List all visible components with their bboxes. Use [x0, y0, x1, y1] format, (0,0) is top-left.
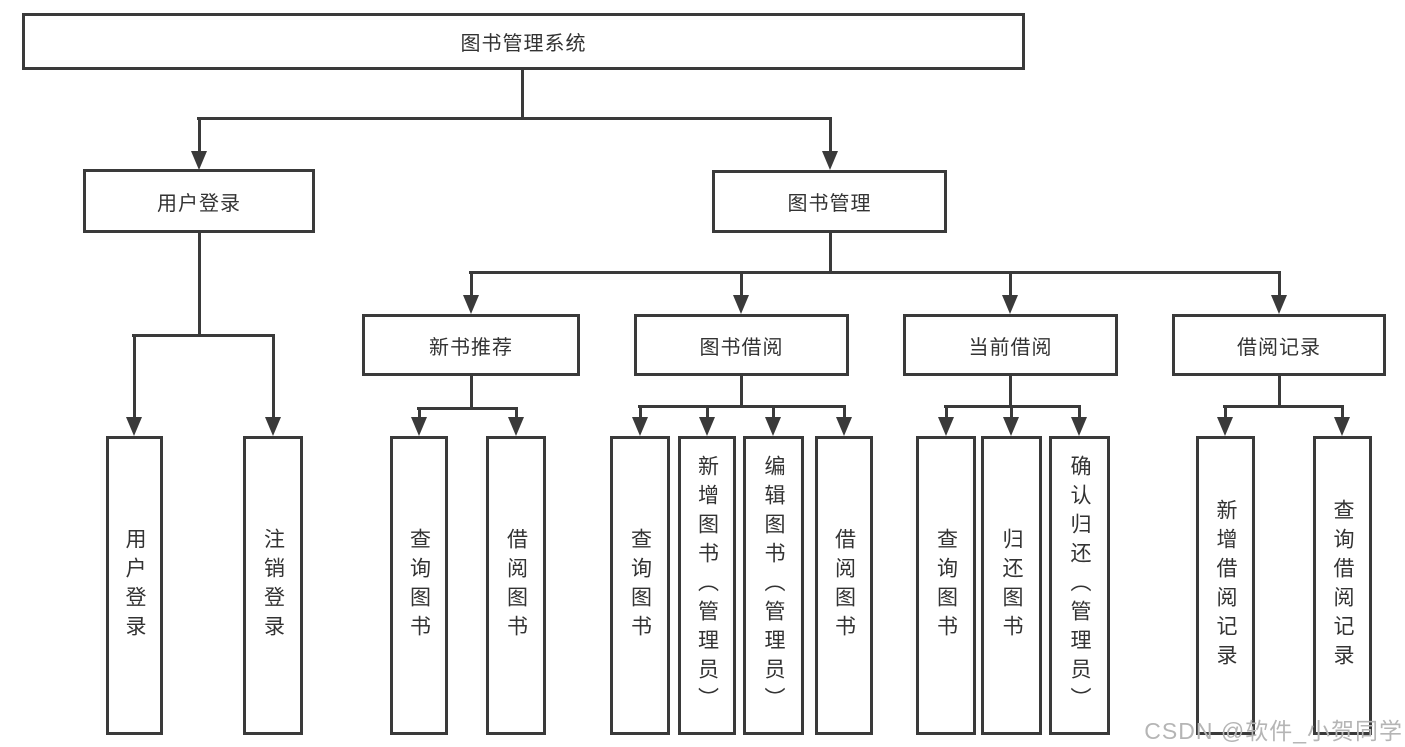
- leaf-edit-books-admin: 编辑图书（管理员）: [743, 436, 804, 735]
- leaf-query-books-borrowing: 查询图书: [610, 436, 670, 735]
- leaf-query-books-current-label: 查询图书: [934, 527, 958, 644]
- connector-line: [272, 334, 275, 420]
- leaf-borrow-books-recommend-label: 借阅图书: [504, 527, 528, 644]
- connector-line: [197, 117, 831, 120]
- leaf-query-borrow-record-label: 查询借阅记录: [1331, 498, 1354, 673]
- node-borrowing-records: 借阅记录: [1172, 314, 1386, 376]
- arrow-down-icon: [1003, 417, 1019, 436]
- leaf-edit-books-admin-label: 编辑图书（管理员）: [762, 455, 785, 716]
- leaf-add-books-admin: 新增图书（管理员）: [678, 436, 736, 735]
- connector-line: [740, 374, 743, 407]
- node-book-management: 图书管理: [712, 170, 947, 233]
- leaf-query-books-recommend-label: 查询图书: [407, 527, 431, 644]
- leaf-logout: 注销登录: [243, 436, 303, 735]
- connector-line: [639, 405, 642, 419]
- arrow-down-icon: [836, 417, 852, 436]
- node-root-label: 图书管理系统: [460, 33, 587, 55]
- connector-line: [638, 405, 846, 408]
- connector-line: [198, 117, 201, 153]
- connector-line: [1010, 405, 1013, 419]
- leaf-confirm-return-admin: 确认归还（管理员）: [1049, 436, 1110, 735]
- node-book-borrowing-label: 图书借阅: [699, 336, 784, 359]
- node-book-borrowing: 图书借阅: [634, 314, 849, 376]
- leaf-confirm-return-admin-label: 确认归还（管理员）: [1068, 455, 1091, 716]
- connector-line: [470, 271, 473, 297]
- connector-line: [1009, 271, 1012, 297]
- connector-line: [1078, 405, 1081, 419]
- connector-line: [843, 405, 846, 419]
- arrow-down-icon: [191, 151, 207, 170]
- node-new-book-recommend-label: 新书推荐: [429, 336, 513, 359]
- arrow-down-icon: [411, 417, 427, 436]
- arrow-down-icon: [699, 417, 715, 436]
- connector-line: [133, 334, 136, 420]
- leaf-logout-label: 注销登录: [261, 527, 285, 644]
- node-user-login: 用户登录: [83, 169, 315, 233]
- connector-line: [418, 407, 421, 419]
- connector-line: [521, 69, 524, 118]
- node-current-borrowing: 当前借阅: [903, 314, 1118, 376]
- arrow-down-icon: [126, 417, 142, 436]
- arrow-down-icon: [632, 417, 648, 436]
- connector-line: [417, 407, 518, 410]
- arrow-down-icon: [822, 151, 838, 170]
- arrow-down-icon: [1271, 295, 1287, 314]
- leaf-return-books: 归还图书: [981, 436, 1042, 735]
- leaf-borrow-books: 借阅图书: [815, 436, 873, 735]
- node-root: 图书管理系统: [22, 13, 1025, 70]
- node-book-management-label: 图书管理: [787, 193, 872, 215]
- leaf-add-borrow-record: 新增借阅记录: [1196, 436, 1255, 735]
- connector-line: [829, 117, 832, 153]
- connector-line: [515, 407, 518, 419]
- arrow-down-icon: [938, 417, 954, 436]
- leaf-add-borrow-record-label: 新增借阅记录: [1214, 498, 1237, 673]
- connector-line: [1341, 405, 1344, 419]
- arrow-down-icon: [765, 417, 781, 436]
- connector-line: [706, 405, 709, 419]
- connector-line: [1278, 374, 1281, 408]
- arrow-down-icon: [1071, 417, 1087, 436]
- connector-line: [829, 231, 832, 273]
- connector-line: [1009, 374, 1012, 408]
- arrow-down-icon: [733, 295, 749, 314]
- connector-line: [470, 374, 473, 409]
- arrow-down-icon: [1334, 417, 1350, 436]
- connector-line: [1223, 405, 1344, 408]
- connector-line: [945, 405, 948, 419]
- leaf-borrow-books-label: 借阅图书: [832, 527, 856, 644]
- node-borrowing-records-label: 借阅记录: [1237, 336, 1321, 359]
- connector-line: [740, 271, 743, 297]
- connector-line: [132, 334, 274, 337]
- connector-line: [1224, 405, 1227, 419]
- leaf-query-books-borrowing-label: 查询图书: [628, 527, 652, 644]
- leaf-query-borrow-record: 查询借阅记录: [1313, 436, 1372, 735]
- node-current-borrowing-label: 当前借阅: [968, 336, 1053, 359]
- leaf-query-books-current: 查询图书: [916, 436, 976, 735]
- arrow-down-icon: [508, 417, 524, 436]
- arrow-down-icon: [463, 295, 479, 314]
- leaf-borrow-books-recommend: 借阅图书: [486, 436, 546, 735]
- leaf-return-books-label: 归还图书: [1000, 527, 1023, 644]
- connector-line: [772, 405, 775, 419]
- leaf-user-login-label: 用户登录: [123, 527, 146, 644]
- connector-line: [1278, 271, 1281, 297]
- node-new-book-recommend: 新书推荐: [362, 314, 580, 376]
- connector-line: [198, 231, 201, 336]
- leaf-add-books-admin-label: 新增图书（管理员）: [695, 455, 719, 716]
- arrow-down-icon: [265, 417, 281, 436]
- arrow-down-icon: [1217, 417, 1233, 436]
- csdn-watermark: CSDN @软件_小贺同学: [1144, 718, 1403, 744]
- connector-line: [469, 271, 1281, 274]
- arrow-down-icon: [1002, 295, 1018, 314]
- node-user-login-label: 用户登录: [157, 192, 241, 215]
- leaf-user-login: 用户登录: [106, 436, 163, 735]
- leaf-query-books-recommend: 查询图书: [390, 436, 448, 735]
